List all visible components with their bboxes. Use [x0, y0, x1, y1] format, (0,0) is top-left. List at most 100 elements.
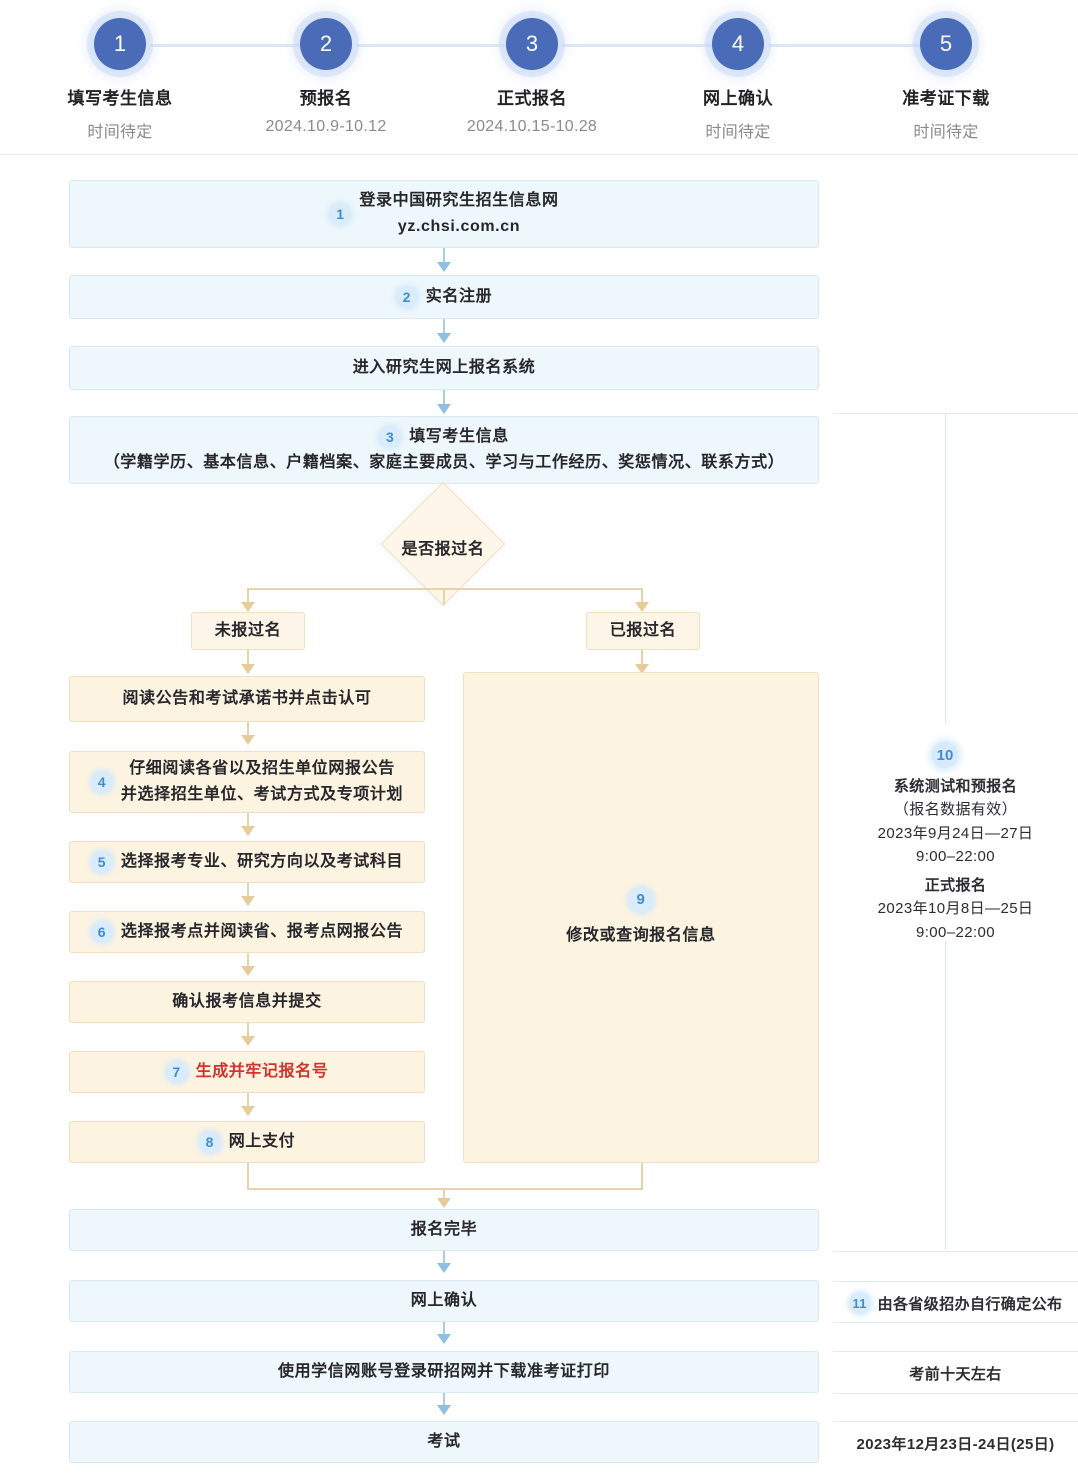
step-badge-7: 7: [165, 1061, 188, 1083]
flow-node-generate-registration-number[interactable]: 7 生成并牢记报名号: [69, 1051, 425, 1093]
stepper-circle-3: 3: [506, 18, 558, 70]
connector-3: [443, 390, 445, 406]
stepper-date-4: 时间待定: [705, 124, 771, 141]
connector-left-5: [247, 953, 249, 969]
stepper-title-1: 填写考生信息: [67, 89, 173, 108]
step-badge-5: 5: [90, 851, 113, 873]
annotation-block-10: 系统测试和预报名 （报名数据有效） 2023年9月24日—27日 9:00–22…: [833, 775, 1078, 944]
flow-node-online-confirmation[interactable]: 网上确认: [69, 1280, 819, 1322]
flow-node-download-admission-ticket[interactable]: 使用学信网账号登录研招网并下载准考证打印: [69, 1351, 819, 1393]
branch-left-drop: [247, 588, 249, 604]
flow-node-exam[interactable]: 考试: [69, 1421, 819, 1463]
annotation-divider-4: [833, 1322, 1078, 1323]
flow-node-select-exam-site[interactable]: 6 选择报考点并阅读省、报考点网报公告: [69, 911, 425, 953]
step-badge-4: 4: [90, 771, 113, 793]
stepper-connector-1: [150, 44, 326, 47]
stepper-title-3: 正式报名: [497, 89, 567, 108]
arrowhead-left-2: [241, 735, 255, 745]
arrowhead-3: [437, 404, 451, 414]
flow-node-read-announcement[interactable]: 阅读公告和考试承诺书并点击认可: [69, 676, 425, 722]
arrowhead-2: [437, 333, 451, 343]
step-badge-2: 2: [395, 286, 418, 308]
stepper-circle-4: 4: [712, 18, 764, 70]
flow-node-login[interactable]: 1 登录中国研究生招生信息网 yz.chsi.com.cn: [69, 180, 819, 248]
annotation-12-text: 考前十天左右: [909, 1365, 1002, 1383]
flow-node-fill-info-line1: 填写考生信息: [409, 428, 509, 446]
arrowhead-left-4: [241, 896, 255, 906]
annotation-divider-6: [833, 1393, 1078, 1394]
connector-left-2: [247, 722, 249, 738]
stepper-date-3: 2024.10.15-10.28: [466, 118, 598, 135]
flow-node-online-payment[interactable]: 8 网上支付: [69, 1121, 425, 1163]
flow-node-read-province-line2: 并选择招生单位、考试方式及专项计划: [120, 786, 404, 803]
connector-left-6: [247, 1023, 249, 1039]
connector-1: [443, 248, 445, 264]
stepper-date-5: 时间待定: [913, 124, 979, 141]
annotation-vline-top: [945, 414, 946, 724]
flow-node-modify-or-query[interactable]: 9 修改或查询报名信息: [463, 672, 819, 1163]
merge-right-stem: [641, 1163, 643, 1189]
stepper-step-4[interactable]: 4 网上确认 时间待定: [648, 18, 828, 142]
stepper-title-4: 网上确认: [703, 89, 773, 108]
arrowhead-end-2: [437, 1334, 451, 1344]
branch-label-already-registered[interactable]: 已报过名: [586, 612, 700, 650]
annotation-badge-11: 11: [848, 1292, 871, 1314]
flow-node-generate-number-label: 生成并牢记报名号: [195, 1063, 329, 1081]
stepper-date-1: 时间待定: [87, 124, 153, 141]
stepper-connector-3: [562, 44, 738, 47]
connector-left-4: [247, 883, 249, 899]
flow-node-download-ticket-label: 使用学信网账号登录研招网并下载准考证打印: [277, 1363, 610, 1381]
flow-node-registration-complete[interactable]: 报名完毕: [69, 1209, 819, 1251]
stepper-step-3[interactable]: 3 正式报名 2024.10.15-10.28: [442, 18, 622, 136]
branch-right-drop: [641, 588, 643, 604]
annotation-10-line6: 2023年10月8日—25日: [877, 900, 1034, 918]
arrowhead-merge: [437, 1198, 451, 1208]
arrowhead-end-3: [437, 1405, 451, 1415]
arrowhead-left-6: [241, 1036, 255, 1046]
flow-node-online-payment-label: 网上支付: [228, 1133, 296, 1151]
annotation-10-line4: 9:00–22:00: [915, 847, 996, 865]
arrowhead-branch-right: [635, 602, 649, 612]
flow-node-realname-register[interactable]: 2 实名注册: [69, 275, 819, 319]
stepper-step-2[interactable]: 2 预报名 2024.10.9-10.12: [236, 18, 416, 136]
arrowhead-branch-left: [241, 602, 255, 612]
annotation-10-line2: （报名数据有效）: [893, 801, 1018, 819]
flow-node-login-line1: 登录中国研究生招生信息网: [359, 192, 559, 210]
flow-node-fill-candidate-info[interactable]: 3 填写考生信息 （学籍学历、基本信息、户籍档案、家庭主要成员、学习与工作经历、…: [69, 416, 819, 484]
arrowhead-left-5: [241, 966, 255, 976]
flow-node-login-line2: yz.chsi.com.cn: [397, 218, 521, 235]
flow-node-read-province-line1: 仔细阅读各省以及招生单位网报公告: [129, 760, 395, 778]
annotation-10-line3: 2023年9月24日—27日: [877, 824, 1034, 842]
stepper-circle-1: 1: [94, 18, 146, 70]
flow-node-select-major-label: 选择报考专业、研究方向以及考试科目: [120, 853, 404, 871]
flow-node-select-exam-site-label: 选择报考点并阅读省、报考点网报公告: [120, 923, 404, 941]
stepper-date-2: 2024.10.9-10.12: [265, 118, 387, 135]
annotation-divider-5: [833, 1351, 1078, 1352]
flow-node-modify-or-query-label: 修改或查询报名信息: [566, 926, 716, 944]
annotation-10-line1: 系统测试和预报名: [893, 778, 1018, 795]
annotation-10-line5: 正式报名: [924, 877, 987, 894]
step-badge-3: 3: [379, 426, 402, 449]
decision-label: 是否报过名: [401, 541, 485, 558]
flow-node-enter-system[interactable]: 进入研究生网上报名系统: [69, 346, 819, 390]
annotation-divider-7: [833, 1421, 1078, 1422]
step-badge-1: 1: [329, 203, 352, 225]
annotation-divider-2: [833, 1251, 1078, 1252]
stepper-step-5[interactable]: 5 准考证下载 时间待定: [856, 18, 1036, 142]
annotation-vline-bottom: [945, 940, 946, 1250]
flow-node-confirm-submit[interactable]: 确认报考信息并提交: [69, 981, 425, 1023]
merge-down-stem: [443, 1188, 445, 1202]
stepper-step-1[interactable]: 1 填写考生信息 时间待定: [30, 18, 210, 142]
step-badge-9: 9: [628, 886, 654, 913]
arrowhead-1: [437, 262, 451, 272]
merge-left-stem: [247, 1163, 249, 1189]
branch-label-not-registered[interactable]: 未报过名: [191, 612, 305, 650]
annotation-row-13: 2023年12月23日-24日(25日): [833, 1428, 1078, 1458]
annotation-11-text: 由各省级招办自行确定公布: [877, 1295, 1063, 1313]
connector-right-1: [641, 650, 643, 667]
flow-node-select-major[interactable]: 5 选择报考专业、研究方向以及考试科目: [69, 841, 425, 883]
flow-node-read-province-announcement[interactable]: 4 仔细阅读各省以及招生单位网报公告 并选择招生单位、考试方式及专项计划: [69, 751, 425, 813]
annotation-13-text: 2023年12月23日-24日(25日): [856, 1435, 1055, 1453]
flow-node-registration-complete-label: 报名完毕: [410, 1221, 478, 1239]
